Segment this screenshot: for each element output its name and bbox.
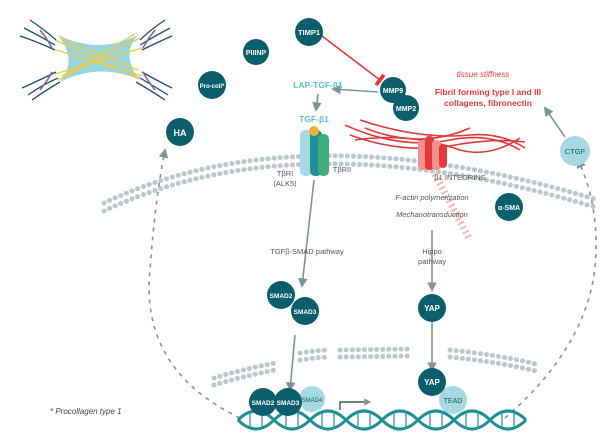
hippo-sub-label: pathway [418,257,446,266]
svg-text:SMAD3: SMAD3 [294,309,317,316]
yap-nucleus-node: YAP [418,368,446,396]
smad4-nucleus-node: SMAD4 [299,386,325,412]
flow-arrows [285,84,566,392]
tgf-label: TGF-β1 [299,114,329,124]
mechano-label: Mechanotransduction [396,210,468,219]
svg-text:SMAD2: SMAD2 [270,293,293,300]
tissue-stiffness-label: tissue stiffness [457,70,509,79]
procoll-node: Pro-coll* [198,71,226,99]
smad3-nucleus-node: SMAD3 [274,388,302,416]
tgf-receptor-complex [300,126,329,176]
integrins-label: β1 INTEGRINS [434,173,485,182]
svg-text:CTGF: CTGF [565,147,586,156]
mmp2-node: MMP2 [393,95,419,121]
f-actin-stripe [426,163,474,242]
mmp9-node: MMP9 [380,77,406,103]
fibrils-red [344,119,526,154]
svg-text:PIIINP: PIIINP [246,50,267,57]
fibril-label: Fibril forming type I and III [435,87,541,97]
svg-text:SMAD3: SMAD3 [277,400,300,407]
beta1-integrin-receptor [418,136,447,170]
feedback-arrows [148,148,597,419]
svg-text:TEAD: TEAD [444,398,463,405]
tbri-label: TβRI [277,169,293,178]
svg-text:HA: HA [174,128,187,138]
tbri-sub-label: (ALK5) [273,179,297,188]
alpha-sma-node: α-SMA [495,193,523,221]
svg-text:MMP9: MMP9 [383,88,403,95]
factin-label: F-actin polymerization [395,193,468,202]
smad2-nucleus-node: SMAD2 [249,388,277,416]
piiinp-node: PIIINP [243,39,269,65]
ctgf-node: CTGF [560,136,590,166]
tead-node: TEAD [439,386,467,414]
svg-text:Pro-coll*: Pro-coll* [200,84,225,90]
svg-text:YAP: YAP [424,378,440,387]
smad2-cytoplasm-node: SMAD2 [267,281,295,309]
hippo-label: Hippo [422,247,442,256]
cell-membrane [101,153,601,214]
collagen-fibril-icon [19,19,173,101]
svg-text:SMAD2: SMAD2 [252,400,275,407]
timp1-inhibition [321,35,386,87]
lap-tgf-label: LAP-TGF-β1 [293,80,343,90]
timp1-node: TIMP1 [295,18,323,46]
svg-text:MMP2: MMP2 [396,106,416,113]
smad3-cytoplasm-node: SMAD3 [291,297,319,325]
footnote: * Procollagen type 1 [50,407,122,416]
nuclear-membrane [211,346,543,388]
ha-node: HA [166,118,194,146]
svg-text:TIMP1: TIMP1 [298,28,320,37]
smad-pathway-label: TGFβ-SMAD pathway [270,247,344,256]
fibril-sub-label: collagens, fibronectin [444,98,532,108]
tbrii-label: TβRII [333,165,351,174]
yap-cytoplasm-node: YAP [418,294,446,322]
svg-text:SMAD4: SMAD4 [302,398,323,404]
svg-text:α-SMA: α-SMA [498,205,520,212]
svg-text:YAP: YAP [424,304,440,313]
